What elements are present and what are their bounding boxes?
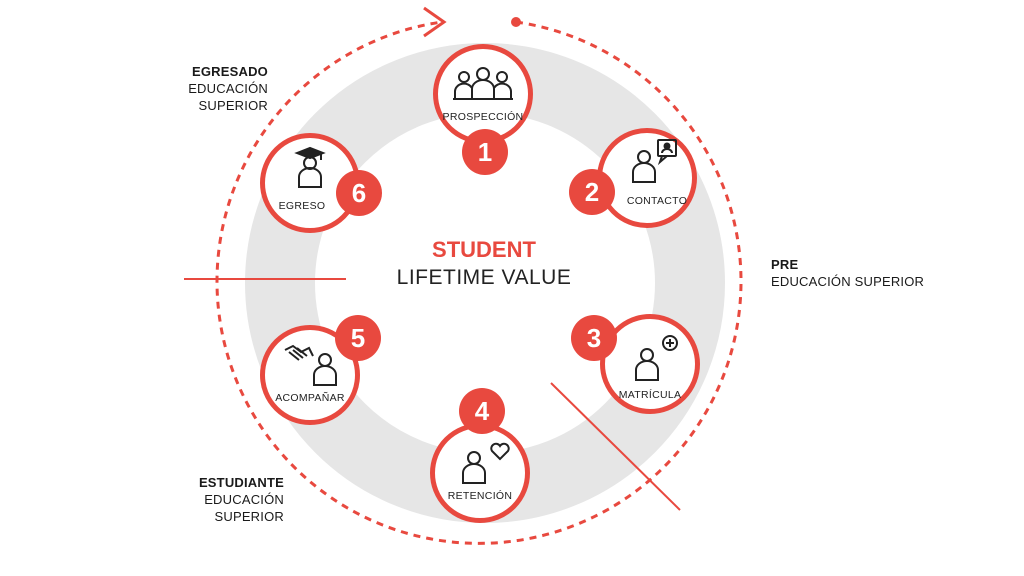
step-6-badge: 6 <box>336 170 382 216</box>
phase-divider-right <box>550 382 681 511</box>
step-3-badge: 3 <box>571 315 617 361</box>
step-4-badge: 4 <box>459 388 505 434</box>
cycle-start-dot <box>511 17 521 27</box>
phase-label-egresado: EGRESADO EDUCACIÓN SUPERIOR <box>122 63 268 114</box>
step-2-badge: 2 <box>569 169 615 215</box>
phase-egresado-subtitle: EDUCACIÓN SUPERIOR <box>188 81 268 113</box>
user-heart-icon <box>462 442 510 484</box>
step-3-label: MATRÍCULA <box>618 389 682 401</box>
cycle-dashed-arc <box>215 20 743 545</box>
phase-egresado-title: EGRESADO <box>191 64 268 79</box>
cycle-arrow-head <box>423 6 447 38</box>
center-title: STUDENT LIFETIME VALUE <box>384 236 584 292</box>
graduate-icon <box>294 146 326 188</box>
step-1-label: PROSPECCIÓN <box>442 111 524 123</box>
handshake-user-icon <box>284 344 337 386</box>
phase-label-pre: PRE EDUCACIÓN SUPERIOR <box>771 256 924 290</box>
step-4-node: RETENCIÓN <box>430 423 530 523</box>
step-6-label: EGRESO <box>278 200 326 212</box>
phase-estudiante-subtitle: EDUCACIÓN SUPERIOR <box>204 492 284 524</box>
step-6-node: EGRESO <box>260 133 360 233</box>
user-plus-icon <box>635 335 678 381</box>
step-2-label: CONTACTO <box>626 195 688 207</box>
phase-pre-subtitle: EDUCACIÓN SUPERIOR <box>771 274 925 289</box>
center-title-lifetime-value: LIFETIME VALUE <box>396 266 572 289</box>
step-2-node: CONTACTO <box>597 128 697 228</box>
step-3-node: MATRÍCULA <box>600 314 700 414</box>
phase-estudiante-title: ESTUDIANTE <box>198 475 284 490</box>
step-1-node: PROSPECCIÓN <box>433 44 533 144</box>
step-5-label: ACOMPAÑAR <box>275 392 345 404</box>
step-5-node: ACOMPAÑAR <box>260 325 360 425</box>
step-1-badge: 1 <box>462 129 508 175</box>
step-5-badge: 5 <box>335 315 381 361</box>
center-title-student: STUDENT <box>432 237 536 262</box>
phase-label-estudiante: ESTUDIANTE EDUCACIÓN SUPERIOR <box>138 474 284 525</box>
phase-pre-title: PRE <box>771 257 799 272</box>
contact-icon <box>632 139 677 183</box>
group-icon <box>453 67 513 100</box>
step-4-label: RETENCIÓN <box>447 490 513 502</box>
